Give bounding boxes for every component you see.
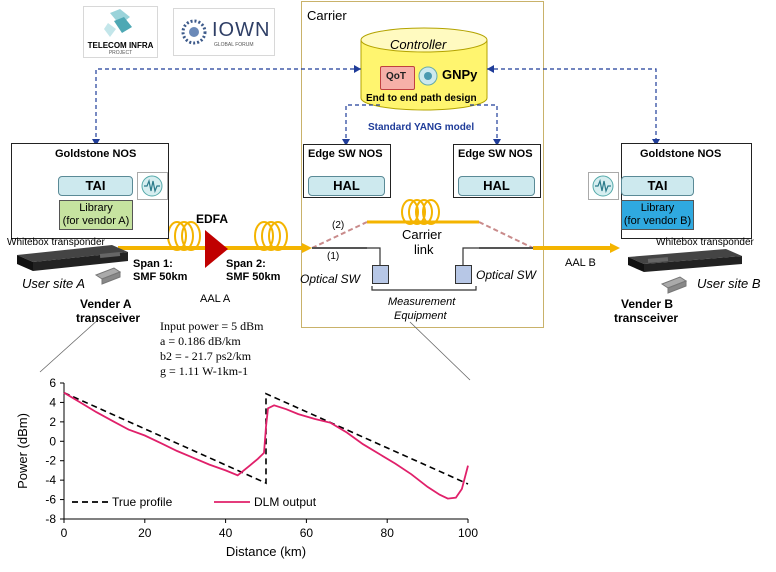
hal-right-block: HAL xyxy=(458,176,535,196)
tip-logo-subtext: PROJECT xyxy=(108,50,133,56)
controller-label: Controller xyxy=(390,37,447,52)
user-site-a-label: User site A xyxy=(22,276,86,291)
whitebox-transponder-b xyxy=(628,249,742,272)
chart-callout-lines xyxy=(39,317,471,381)
right-tai-signal-icon xyxy=(588,172,619,200)
path-design-label: End to end path design xyxy=(366,93,477,104)
tip-logo-text: TELECOM INFRA xyxy=(87,41,154,50)
transceiver-a-icon xyxy=(94,267,122,285)
optical-sw-left-label: Optical SW xyxy=(300,272,361,286)
fiber-coil-span2 xyxy=(254,221,288,251)
iown-logo-icon xyxy=(181,19,207,45)
fiber-arrow-right xyxy=(610,243,620,253)
span1-line2: SMF 50km xyxy=(133,271,188,283)
aal-a-label: AAL A xyxy=(200,293,231,305)
port-1-label: (1) xyxy=(327,251,340,262)
user-site-b-label: User site B xyxy=(697,276,761,291)
waveform-icon xyxy=(592,175,614,197)
span2-line1: Span 2: xyxy=(226,258,266,270)
fiber-arrow-left xyxy=(302,243,312,253)
carrier-title: Carrier xyxy=(307,8,347,23)
iown-logo-subtext: GLOBAL FORUM xyxy=(214,42,254,48)
left-tai-block: TAI xyxy=(58,176,133,196)
hal-left-block: HAL xyxy=(308,176,385,196)
waveform-icon xyxy=(141,175,163,197)
measurement-equipment-right xyxy=(455,265,472,284)
right-nos-label: Goldstone NOS xyxy=(640,148,722,160)
param-line4: g = 1.11 W-1km-1 xyxy=(160,364,249,378)
right-tai-block: TAI xyxy=(621,176,694,196)
yang-model-label: Standard YANG model xyxy=(368,122,475,133)
right-whitebox-label: Whitebox transponder xyxy=(656,237,754,248)
left-whitebox-label: Whitebox transponder xyxy=(7,237,105,248)
param-line1: Input power = 5 dBm xyxy=(160,319,264,333)
edfa-amplifier-icon xyxy=(205,230,228,268)
whitebox-transponder-a xyxy=(17,245,128,271)
right-tai-label: TAI xyxy=(647,178,668,193)
measurement-line1: Measurement xyxy=(388,296,456,308)
qot-label: QoT xyxy=(386,71,406,82)
iown-logo-text: IOWN xyxy=(212,19,271,41)
edge-sw-left-label: Edge SW NOS xyxy=(308,148,383,160)
telecom-infra-logo: TELECOM INFRA PROJECT xyxy=(83,6,158,58)
param-line2: a = 0.186 dB/km xyxy=(160,334,241,348)
aal-b-label: AAL B xyxy=(565,257,596,269)
left-library-line1: Library xyxy=(79,202,113,214)
control-arrowheads xyxy=(92,65,660,146)
left-library-line2: (for vendor A) xyxy=(62,215,130,227)
optical-sw-right-label: Optical SW xyxy=(476,268,537,282)
optical-switch-internal xyxy=(311,221,534,249)
param-line3: b2 = - 21.7 ps2/km xyxy=(160,349,252,363)
fiber-coil-span1 xyxy=(167,221,201,251)
hal-right-label: HAL xyxy=(483,178,510,193)
vender-a-line1: Vender A xyxy=(80,297,132,311)
left-library-block: Library (for vendor A) xyxy=(59,200,133,230)
carrier-link-line1: Carrier xyxy=(402,227,442,242)
right-library-line1: Library xyxy=(640,202,675,214)
span1-line1: Span 1: xyxy=(133,258,173,270)
span2-line2: SMF 50km xyxy=(226,271,281,283)
measurement-equipment-left xyxy=(372,265,389,284)
measurement-line2: Equipment xyxy=(394,310,447,322)
right-library-line2: (for vendor B) xyxy=(623,215,692,227)
left-nos-label: Goldstone NOS xyxy=(55,148,137,160)
carrier-link-line2: link xyxy=(414,242,434,257)
port-2-label: (2) xyxy=(332,220,345,231)
left-tai-label: TAI xyxy=(85,178,106,193)
left-tai-signal-icon xyxy=(137,172,168,200)
vender-b-line1: Vender B xyxy=(621,297,674,311)
gnpy-label: GNPy xyxy=(442,67,478,82)
qot-box: QoT xyxy=(380,66,415,90)
edfa-label: EDFA xyxy=(196,212,229,226)
tip-logo-icon xyxy=(104,9,132,37)
transceiver-b-icon xyxy=(660,276,688,294)
right-library-block: Library (for vendor B) xyxy=(621,200,694,230)
vender-a-line2: transceiver xyxy=(76,311,141,325)
fiber-coil-carrier xyxy=(401,199,440,225)
control-links xyxy=(95,68,657,139)
iown-logo: IOWN GLOBAL FORUM xyxy=(173,8,275,56)
edge-sw-right-label: Edge SW NOS xyxy=(458,148,533,160)
hal-left-label: HAL xyxy=(333,178,360,193)
measurement-connectors xyxy=(367,247,479,291)
gnpy-icon xyxy=(418,66,438,86)
vender-b-line2: transceiver xyxy=(614,311,679,325)
